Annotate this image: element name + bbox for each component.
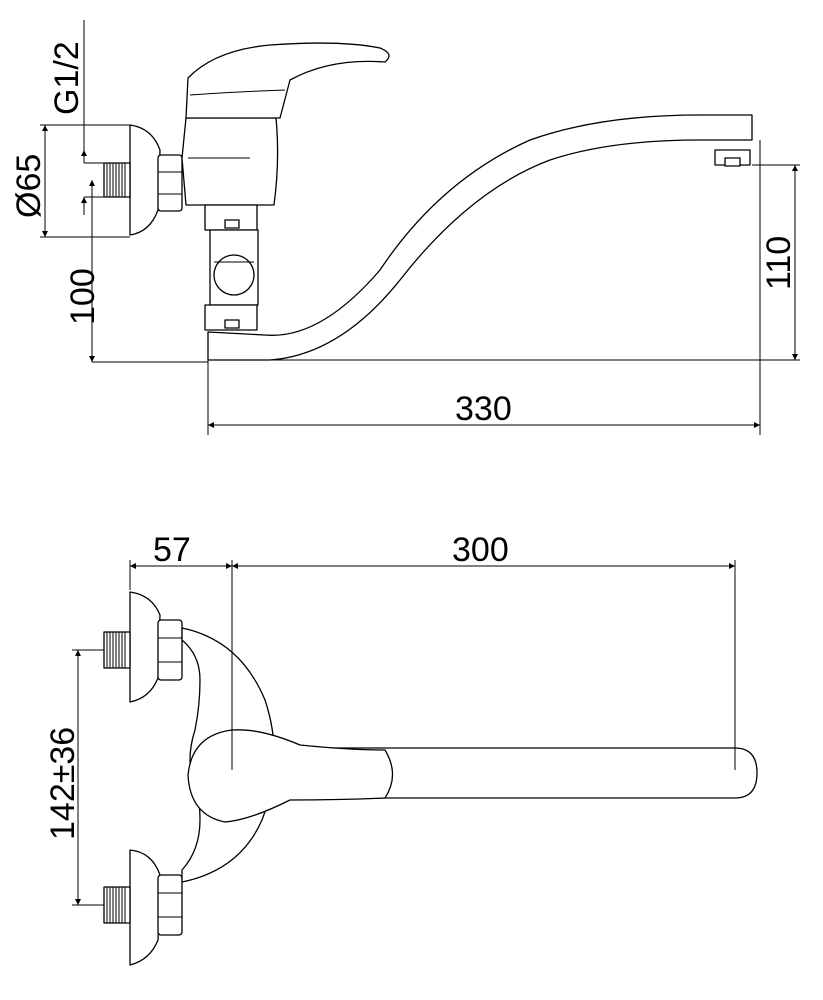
dim-diameter: Ø65 [10, 154, 48, 218]
upper-threaded-connector [103, 631, 131, 669]
swivel-nut-face [213, 254, 255, 296]
dim-reach: 300 [452, 531, 509, 569]
upper-hex-nut [157, 619, 183, 681]
dim-spacing: 142±36 [44, 727, 82, 840]
dim-length: 330 [455, 390, 512, 428]
mixer-body [181, 117, 279, 206]
lower-flange [129, 849, 161, 966]
side-elevation-view: G1/2 Ø65 100 110 330 [10, 20, 800, 435]
lever-handle [185, 42, 390, 119]
hex-nut [157, 154, 183, 212]
dim-offset: 57 [153, 531, 191, 569]
dim-thread: G1/2 [48, 41, 86, 115]
plan-view: 57 300 142±36 [44, 531, 758, 966]
lower-hex-nut [157, 874, 183, 936]
threaded-connector [103, 162, 131, 198]
thread-lines [106, 163, 126, 197]
plan-spout [279, 747, 758, 799]
dim-spout-height: 110 [760, 236, 798, 290]
upper-flange [129, 591, 161, 703]
dim-height: 100 [64, 268, 102, 325]
lower-threaded-connector [103, 886, 131, 924]
wall-flange [129, 124, 161, 236]
spout [207, 114, 753, 361]
plan-handle [187, 729, 394, 823]
